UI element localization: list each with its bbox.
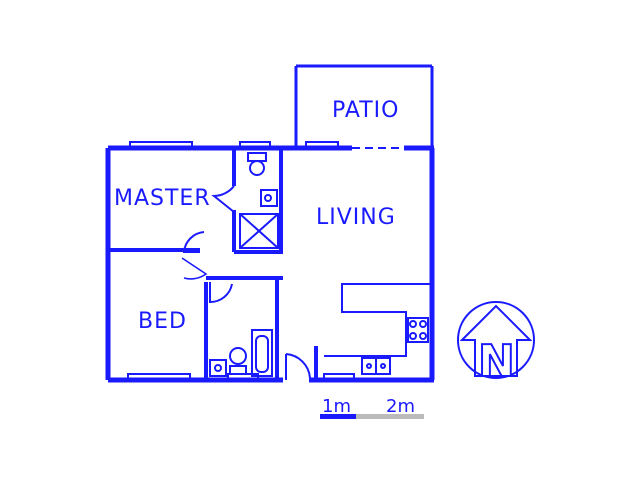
interior-walls	[108, 148, 318, 380]
kitchen-counter	[324, 283, 430, 375]
scale-bar: 1m 2m	[320, 396, 424, 419]
master-bath-fixtures	[239, 152, 279, 249]
compass-north-icon: N	[457, 301, 535, 388]
scale-label-1m: 1m	[322, 396, 351, 417]
room-label-living: LIVING	[316, 205, 396, 230]
room-label-patio: PATIO	[332, 98, 399, 123]
windows	[127, 141, 355, 380]
scale-segment-1	[320, 414, 356, 419]
compass-label: N	[478, 336, 515, 387]
patio-outline	[294, 64, 434, 146]
main-bath-fixtures	[209, 329, 273, 377]
room-label-bed: BED	[138, 309, 187, 334]
room-label-master: MASTER	[114, 186, 211, 211]
scale-segment-2	[356, 414, 424, 419]
door-swings	[181, 185, 311, 380]
scale-label-2m: 2m	[386, 396, 415, 417]
